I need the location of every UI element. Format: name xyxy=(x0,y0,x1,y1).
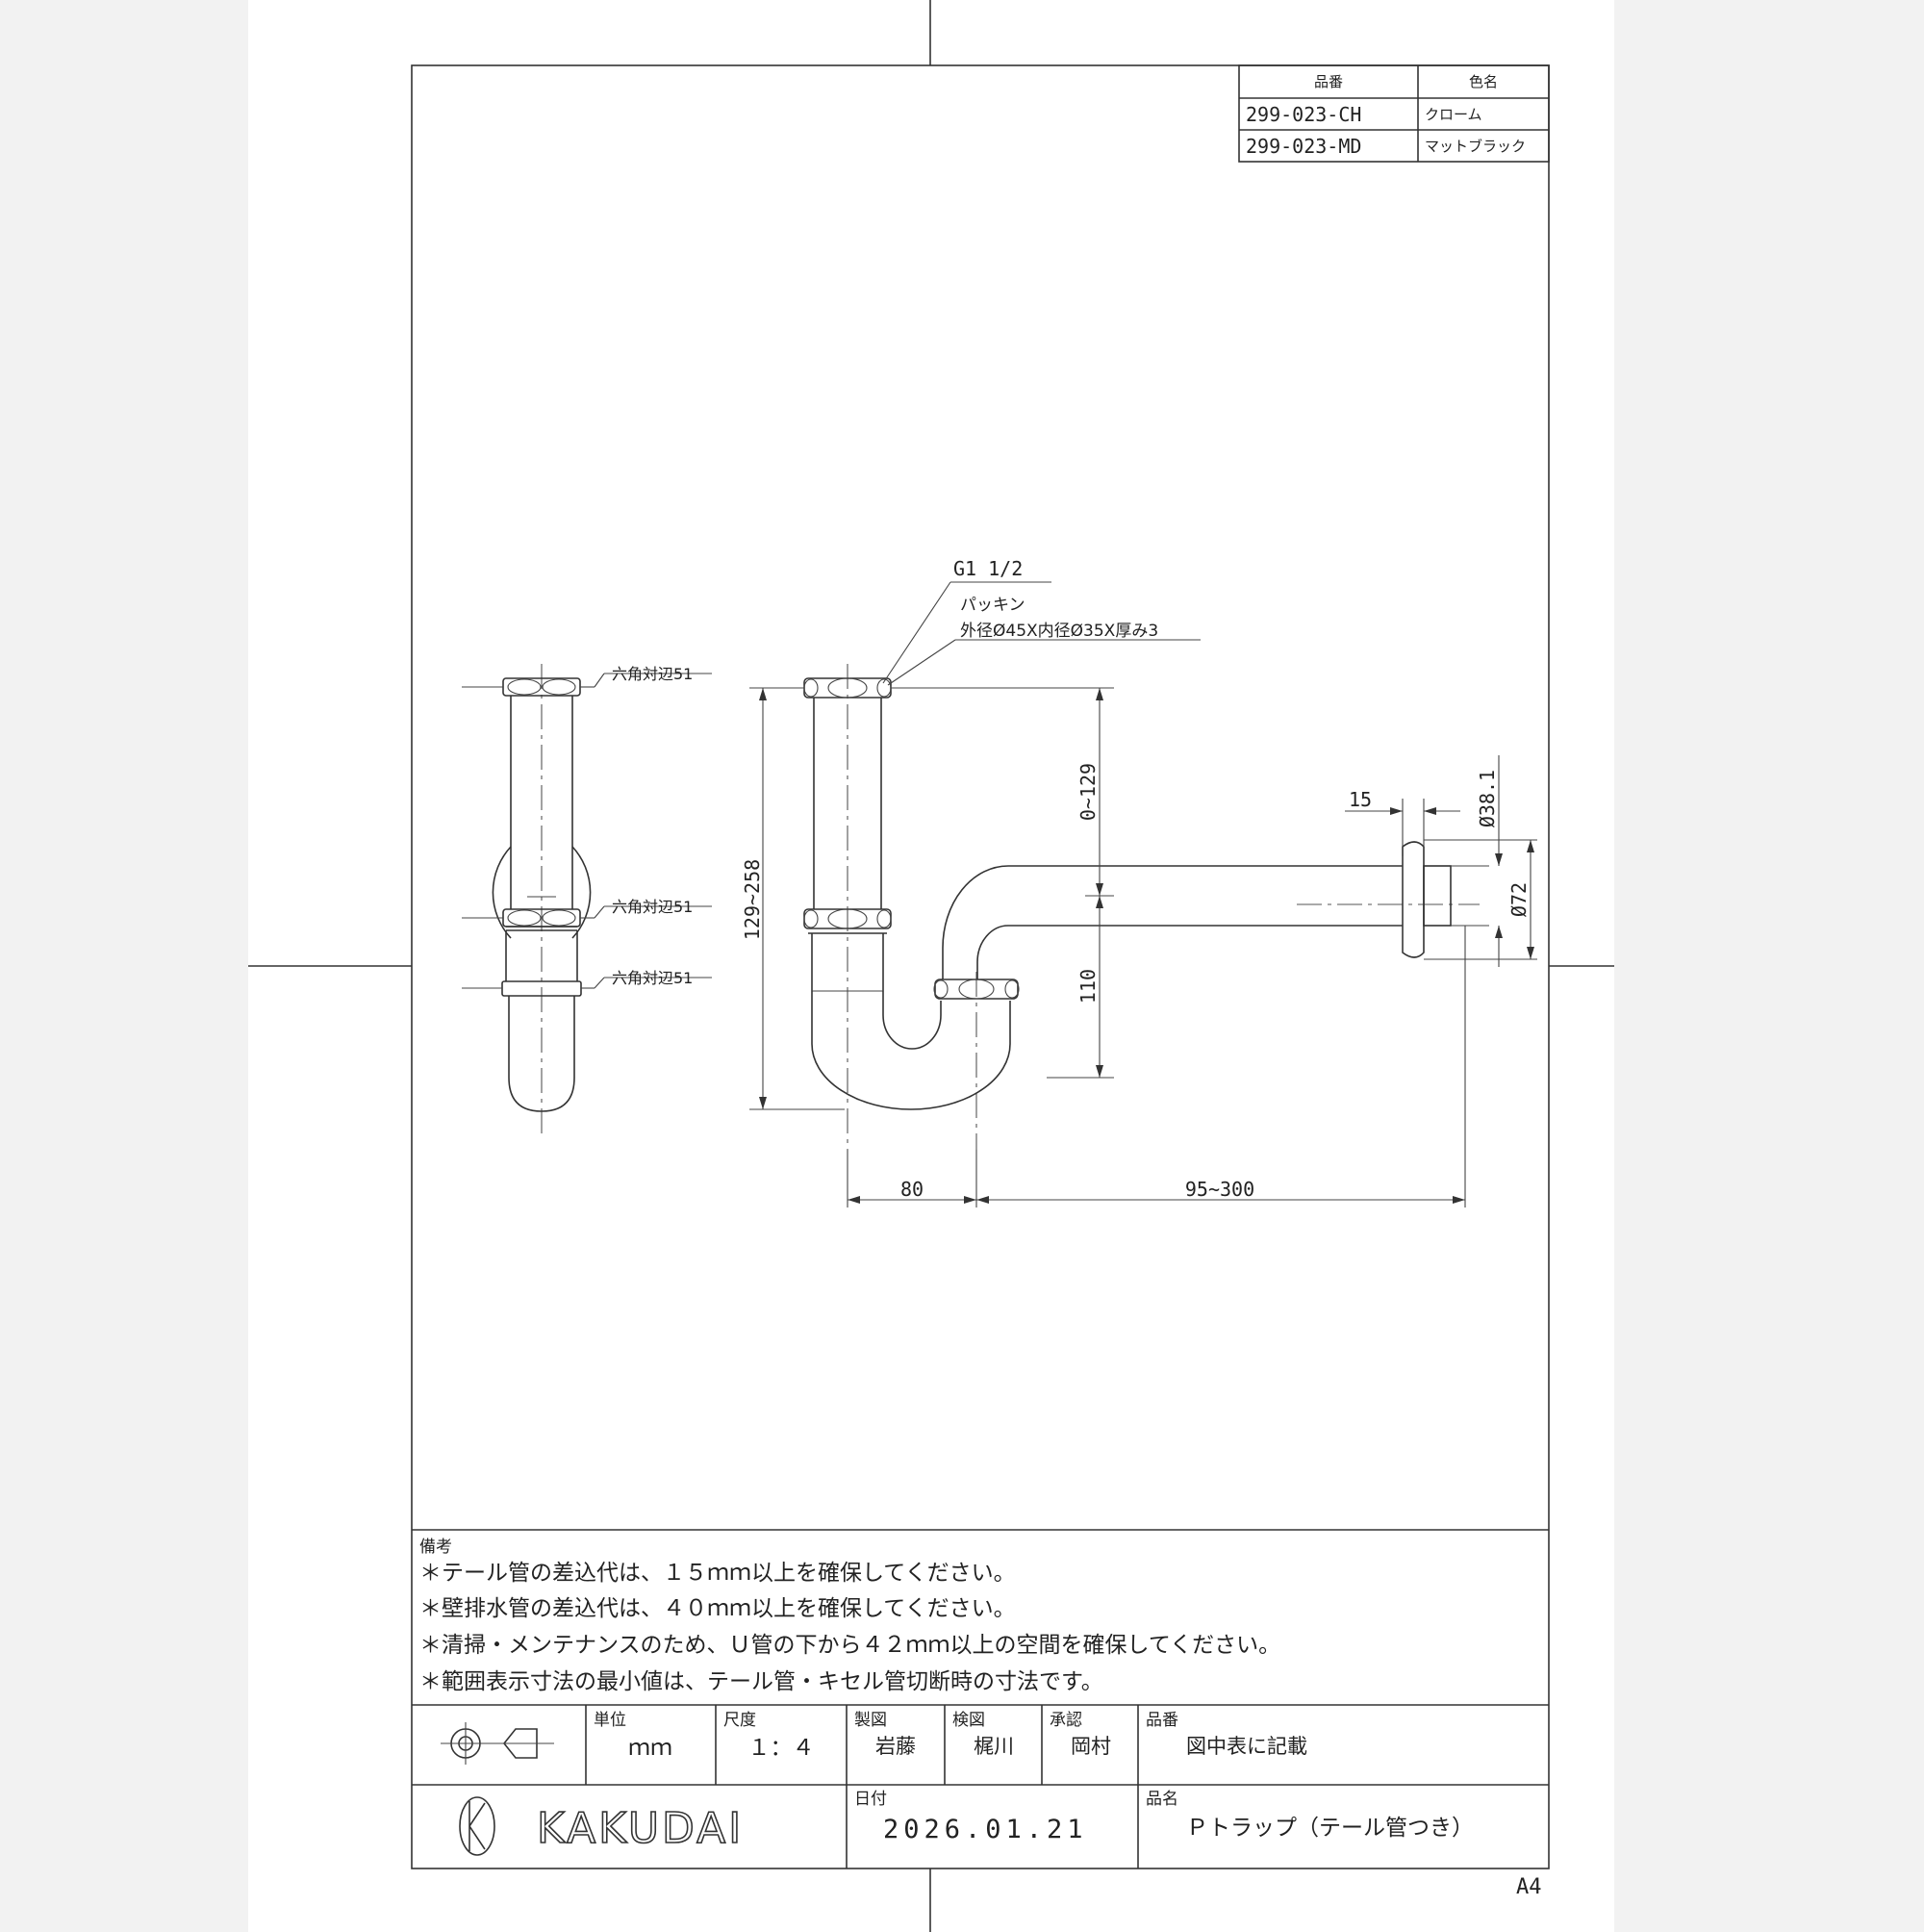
company-name: KAKUDAI xyxy=(537,1804,744,1853)
parts-table-color: クローム xyxy=(1425,106,1482,123)
unit-value: ｍｍ xyxy=(628,1736,672,1761)
drawing-sheet: 品番 色名 299-023-CH クローム 299-023-MD マットブラック xyxy=(248,0,1614,1932)
date-label: 日付 xyxy=(854,1790,887,1809)
checked-label: 検図 xyxy=(952,1711,985,1730)
approved-value: 岡村 xyxy=(1071,1735,1111,1758)
parts-table-part-no: 299-023-CH xyxy=(1246,103,1361,126)
dim-pipe-dia: Ø38.1 xyxy=(1476,770,1499,827)
note-item: ＊範囲表示寸法の最小値は、テール管・キセル管切断時の寸法です。 xyxy=(419,1669,1103,1694)
parts-table-color: マットブラック xyxy=(1425,138,1526,155)
hex-label: 六角対辺51 xyxy=(612,969,693,987)
paper-size: A4 xyxy=(1516,1875,1542,1899)
hex-label: 六角対辺51 xyxy=(612,665,693,683)
part-no-label: 品番 xyxy=(1146,1711,1178,1730)
note-item: ＊テール管の差込代は、１５ｍｍ以上を確保してください。 xyxy=(419,1561,1016,1586)
parts-table: 品番 色名 299-023-CH クローム 299-023-MD マットブラック xyxy=(1238,64,1550,163)
date-value: 2026.01.21 xyxy=(883,1815,1088,1844)
drawn-value: 岩藤 xyxy=(875,1735,916,1758)
parts-table-header-part-no: 品番 xyxy=(1314,73,1343,90)
parts-table-header-color: 色名 xyxy=(1469,73,1498,90)
dim-horizontal-right: 95~300 xyxy=(1185,1178,1254,1201)
third-angle-projection-icon xyxy=(441,1722,554,1765)
name-label: 品名 xyxy=(1146,1790,1178,1809)
dim-vertical-upper: 0~129 xyxy=(1076,763,1100,821)
unit-label: 単位 xyxy=(594,1711,626,1730)
scale-label: 尺度 xyxy=(723,1711,756,1730)
packing-spec: 外径Ø45X内径Ø35X厚み3 xyxy=(960,622,1158,641)
hex-label: 六角対辺51 xyxy=(612,898,693,916)
note-item: ＊壁排水管の差込代は、４０ｍｍ以上を確保してください。 xyxy=(419,1596,1016,1621)
approved-label: 承認 xyxy=(1050,1711,1082,1730)
dim-vertical-total: 129~258 xyxy=(741,859,764,940)
notes-block: 備考 ＊テール管の差込代は、１５ｍｍ以上を確保してください。 ＊壁排水管の差込代… xyxy=(412,1529,1549,1694)
drawing-frame xyxy=(411,64,1550,1869)
front-view: G1 1/2 パッキン 外径Ø45X内径Ø35X厚み3 129~258 0~12… xyxy=(741,557,1537,1208)
dim-flange-offset: 15 xyxy=(1349,788,1372,811)
dim-flange-dia: Ø72 xyxy=(1507,882,1531,917)
notes-title: 備考 xyxy=(419,1538,452,1557)
title-block: 単位 ｍｍ 尺度 １：４ 製図 岩藤 検図 梶川 承認 岡村 品番 図中表に記載… xyxy=(412,1704,1549,1868)
dim-horizontal-left: 80 xyxy=(900,1178,924,1201)
kakudai-logo: KAKUDAI xyxy=(459,1796,744,1856)
name-value: Ｐトラップ（テール管つき） xyxy=(1186,1816,1474,1841)
packing-label: パッキン xyxy=(960,596,1025,615)
technical-drawing: 品番 色名 299-023-CH クローム 299-023-MD マットブラック xyxy=(248,0,1614,1932)
checked-value: 梶川 xyxy=(974,1735,1014,1758)
scale-value: １：４ xyxy=(748,1736,815,1761)
dim-vertical-lower: 110 xyxy=(1076,969,1100,1004)
parts-table-part-no: 299-023-MD xyxy=(1246,135,1361,158)
drawn-label: 製図 xyxy=(854,1711,887,1730)
part-no-value: 図中表に記載 xyxy=(1186,1735,1307,1758)
note-item: ＊清掃・メンテナンスのため、Ｕ管の下から４２ｍｍ以上の空間を確保してください。 xyxy=(419,1633,1280,1658)
centering-marks xyxy=(248,0,1614,1932)
thread-label: G1 1/2 xyxy=(953,557,1023,580)
side-view: 六角対辺51 六角対辺51 六角対辺51 xyxy=(462,664,712,1135)
